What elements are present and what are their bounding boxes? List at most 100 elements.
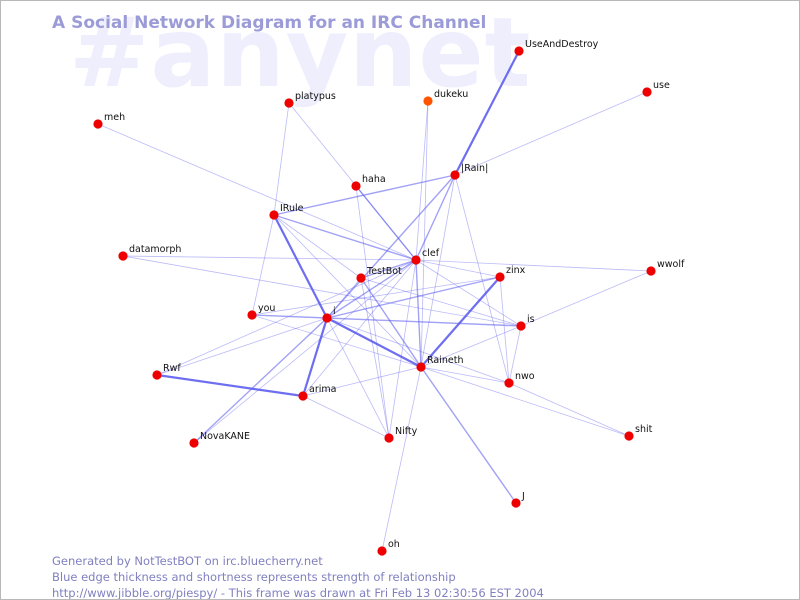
node-dot[interactable] — [646, 266, 656, 276]
edge-clef-Raineth — [415, 259, 422, 368]
edge-Rain-IRule — [273, 174, 456, 216]
node-label: UseAndDestroy — [525, 39, 599, 50]
node-dot[interactable] — [511, 498, 521, 508]
edge-zinx-Raineth — [420, 276, 501, 368]
node-Raineth[interactable]: Raineth — [416, 355, 463, 372]
node-dot[interactable] — [118, 251, 128, 261]
node-TestBot[interactable]: TestBot — [356, 266, 402, 283]
edge-IRule-you — [251, 214, 275, 316]
node-dot[interactable] — [93, 119, 103, 129]
node-shit[interactable]: shit — [624, 424, 653, 441]
edge-platypus-IRule — [273, 102, 290, 216]
node-platypus[interactable]: platypus — [284, 91, 336, 108]
node-label: TestBot — [366, 266, 402, 277]
node-dot[interactable] — [642, 87, 652, 97]
edge-you-Raineth — [251, 314, 422, 368]
node-haha[interactable]: haha — [351, 174, 386, 191]
edge-layer — [97, 50, 652, 552]
node-dot[interactable] — [416, 362, 426, 372]
node-dot[interactable] — [377, 546, 387, 556]
node-dot[interactable] — [322, 313, 332, 323]
node-i[interactable]: i — [322, 306, 336, 323]
footer-source-timestamp: http://www.jibble.org/piespy/ - This fra… — [52, 586, 544, 600]
edge-i-Nifty — [326, 317, 390, 439]
node-UseAndDestroy[interactable]: UseAndDestroy — [514, 39, 599, 56]
node-wwolf[interactable]: wwolf — [646, 259, 685, 276]
edge-is-nwo — [508, 325, 522, 384]
edge-IRule-clef — [273, 214, 417, 261]
node-IRule[interactable]: IRule — [269, 203, 304, 220]
edge-clef-is — [415, 259, 522, 327]
edge-IRule-Raineth — [273, 214, 422, 368]
edge-you-i — [251, 314, 328, 319]
edge-IRule-i — [273, 214, 328, 319]
node-dot[interactable] — [514, 46, 524, 56]
node-dot[interactable] — [356, 273, 366, 283]
node-label: Raineth — [427, 355, 463, 366]
node-Rain[interactable]: |Rain| — [450, 163, 488, 180]
edge-arima-Nifty — [302, 395, 390, 439]
node-label: nwo — [515, 371, 535, 382]
edge-i-Raineth — [326, 317, 422, 368]
node-label: haha — [362, 174, 386, 185]
node-dot[interactable] — [624, 431, 634, 441]
node-zinx[interactable]: zinx — [495, 265, 526, 282]
node-dot[interactable] — [152, 370, 162, 380]
node-clef[interactable]: clef — [411, 248, 440, 265]
node-NovaKANE[interactable]: NovaKANE — [189, 431, 250, 448]
edge-Rain-clef — [415, 174, 456, 261]
edge-datamorph-clef — [122, 255, 417, 261]
node-dot[interactable] — [284, 98, 294, 108]
node-Nifty[interactable]: Nifty — [384, 426, 418, 443]
edge-Raineth-J — [420, 366, 517, 504]
node-use[interactable]: use — [642, 80, 670, 97]
edge-clef-zinx — [415, 259, 501, 278]
edge-zinx-i — [326, 276, 501, 319]
node-dot[interactable] — [411, 255, 421, 265]
node-dot[interactable] — [384, 433, 394, 443]
node-arima[interactable]: arima — [298, 384, 336, 401]
node-dot[interactable] — [247, 310, 257, 320]
node-oh[interactable]: oh — [377, 539, 400, 556]
footer-generated-by: Generated by NotTestBOT on irc.bluecherr… — [52, 554, 323, 568]
node-layer: UseAndDestroy use platypus dukeku meh |Rain| h… — [93, 39, 685, 556]
node-dot[interactable] — [298, 391, 308, 401]
node-datamorph[interactable]: datamorph — [118, 244, 181, 261]
node-nwo[interactable]: nwo — [504, 371, 535, 388]
edge-zinx-you — [251, 276, 501, 316]
node-label: wwolf — [657, 259, 685, 270]
node-label: datamorph — [129, 244, 181, 255]
node-dot[interactable] — [189, 438, 199, 448]
edge-clef-Nifty — [388, 259, 417, 439]
node-dot[interactable] — [495, 272, 505, 282]
node-label: NovaKANE — [200, 431, 250, 442]
node-meh[interactable]: meh — [93, 112, 125, 129]
node-label: arima — [309, 384, 336, 395]
node-label: zinx — [506, 265, 526, 276]
footer-legend-note: Blue edge thickness and shortness repres… — [52, 570, 456, 584]
channel-watermark: #anynet — [69, 0, 532, 109]
node-dot[interactable] — [504, 378, 514, 388]
node-Rwf[interactable]: Rwf — [152, 363, 181, 380]
node-dot[interactable] — [516, 321, 526, 331]
node-dot[interactable] — [423, 96, 433, 106]
edge-clef-NovaKANE — [193, 259, 417, 444]
node-dukeku[interactable]: dukeku — [423, 89, 468, 106]
edge-Raineth-arima — [302, 366, 422, 397]
node-label: oh — [388, 539, 400, 550]
edge-TestBot-is — [360, 277, 522, 327]
edge-Rwf-clef — [156, 259, 417, 376]
edge-clef-TestBot — [360, 259, 417, 279]
edge-nwo-shit — [508, 382, 630, 437]
node-dot[interactable] — [450, 170, 460, 180]
node-is[interactable]: is — [516, 314, 535, 331]
node-dot[interactable] — [269, 210, 279, 220]
edge-Raineth-nwo — [420, 366, 510, 384]
edge-TestBot-Raineth — [360, 277, 422, 368]
edge-haha-clef — [355, 185, 417, 261]
node-J[interactable]: J — [511, 491, 525, 508]
node-dot[interactable] — [351, 181, 361, 191]
node-label: J — [521, 491, 525, 502]
node-you[interactable]: you — [247, 303, 275, 320]
